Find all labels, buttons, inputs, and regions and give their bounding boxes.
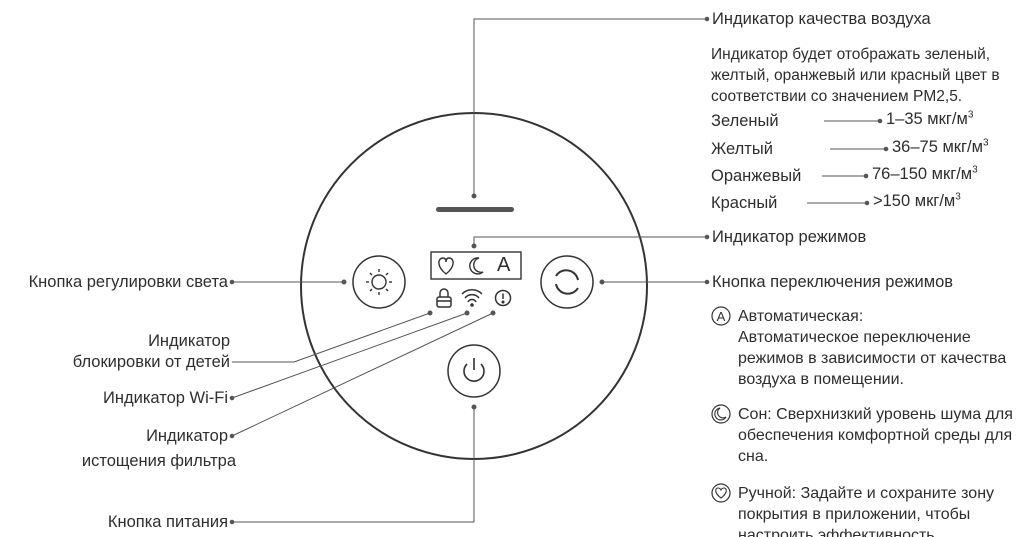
level-yellow-name: Желтый: [711, 140, 773, 158]
mode-sleep-text: Сон: Сверхнизкий уровень шума для обеспе…: [738, 406, 1013, 465]
child-lock-label-line2: блокировки от детей: [72, 353, 230, 371]
power-icon: [463, 358, 485, 382]
mode-auto-title: Автоматическая:: [738, 308, 864, 325]
mode-switch-button-label: Кнопка переключения режимов: [712, 273, 954, 291]
favorite-mode-icon: [711, 483, 731, 503]
air-quality-indicator-label: Индикатор качества воздуха: [712, 10, 931, 28]
mode-auto-text: Автоматическое переключение режимов в за…: [738, 329, 1007, 388]
level-yellow-range: 36–75 мкг/м3: [892, 137, 989, 156]
level-red-name: Красный: [711, 194, 778, 212]
light-button-label: Кнопка регулировки света: [28, 273, 228, 291]
auto-mode-icon: A: [711, 306, 731, 326]
level-green-range: 1–35 мкг/м3: [886, 109, 974, 128]
mode-switch-button[interactable]: [540, 255, 594, 309]
level-red-range: >150 мкг/м3: [873, 191, 961, 210]
lock-icon: [436, 288, 452, 308]
level-green-name: Зеленый: [711, 112, 779, 130]
heart-icon: [438, 257, 454, 275]
leader-lines: [229, 16, 889, 525]
power-button[interactable]: [447, 344, 501, 398]
mode-indicator-label: Индикатор режимов: [712, 228, 867, 246]
cycle-icon: [555, 269, 579, 295]
wifi-icon: [461, 289, 483, 307]
air-quality-light-bar: [436, 207, 514, 212]
filter-alert-icon: [494, 289, 512, 307]
light-button[interactable]: [352, 255, 406, 309]
moon-icon: [469, 257, 484, 275]
wifi-indicator-label: Индикатор Wi-Fi: [103, 389, 228, 407]
auto-letter: A: [497, 254, 511, 276]
mode-indicator-box: [430, 251, 522, 280]
level-orange-name: Оранжевый: [711, 167, 802, 185]
level-orange-range: 76–150 мкг/м3: [872, 164, 978, 183]
sleep-mode-icon: [711, 404, 731, 424]
air-quality-description: Индикатор будет отображать зеленый, желт…: [711, 46, 1000, 105]
sun-icon: [366, 269, 392, 295]
mode-favorite-text: Ручной: Задайте и сохраните зону покрыти…: [738, 485, 995, 537]
svg-text:A: A: [717, 309, 726, 324]
child-lock-label-line1: Индикатор: [148, 332, 230, 350]
power-button-label: Кнопка питания: [107, 513, 228, 531]
filter-label-line2: истощения фильтра: [81, 452, 236, 470]
filter-label-line1: Индикатор: [146, 427, 228, 445]
